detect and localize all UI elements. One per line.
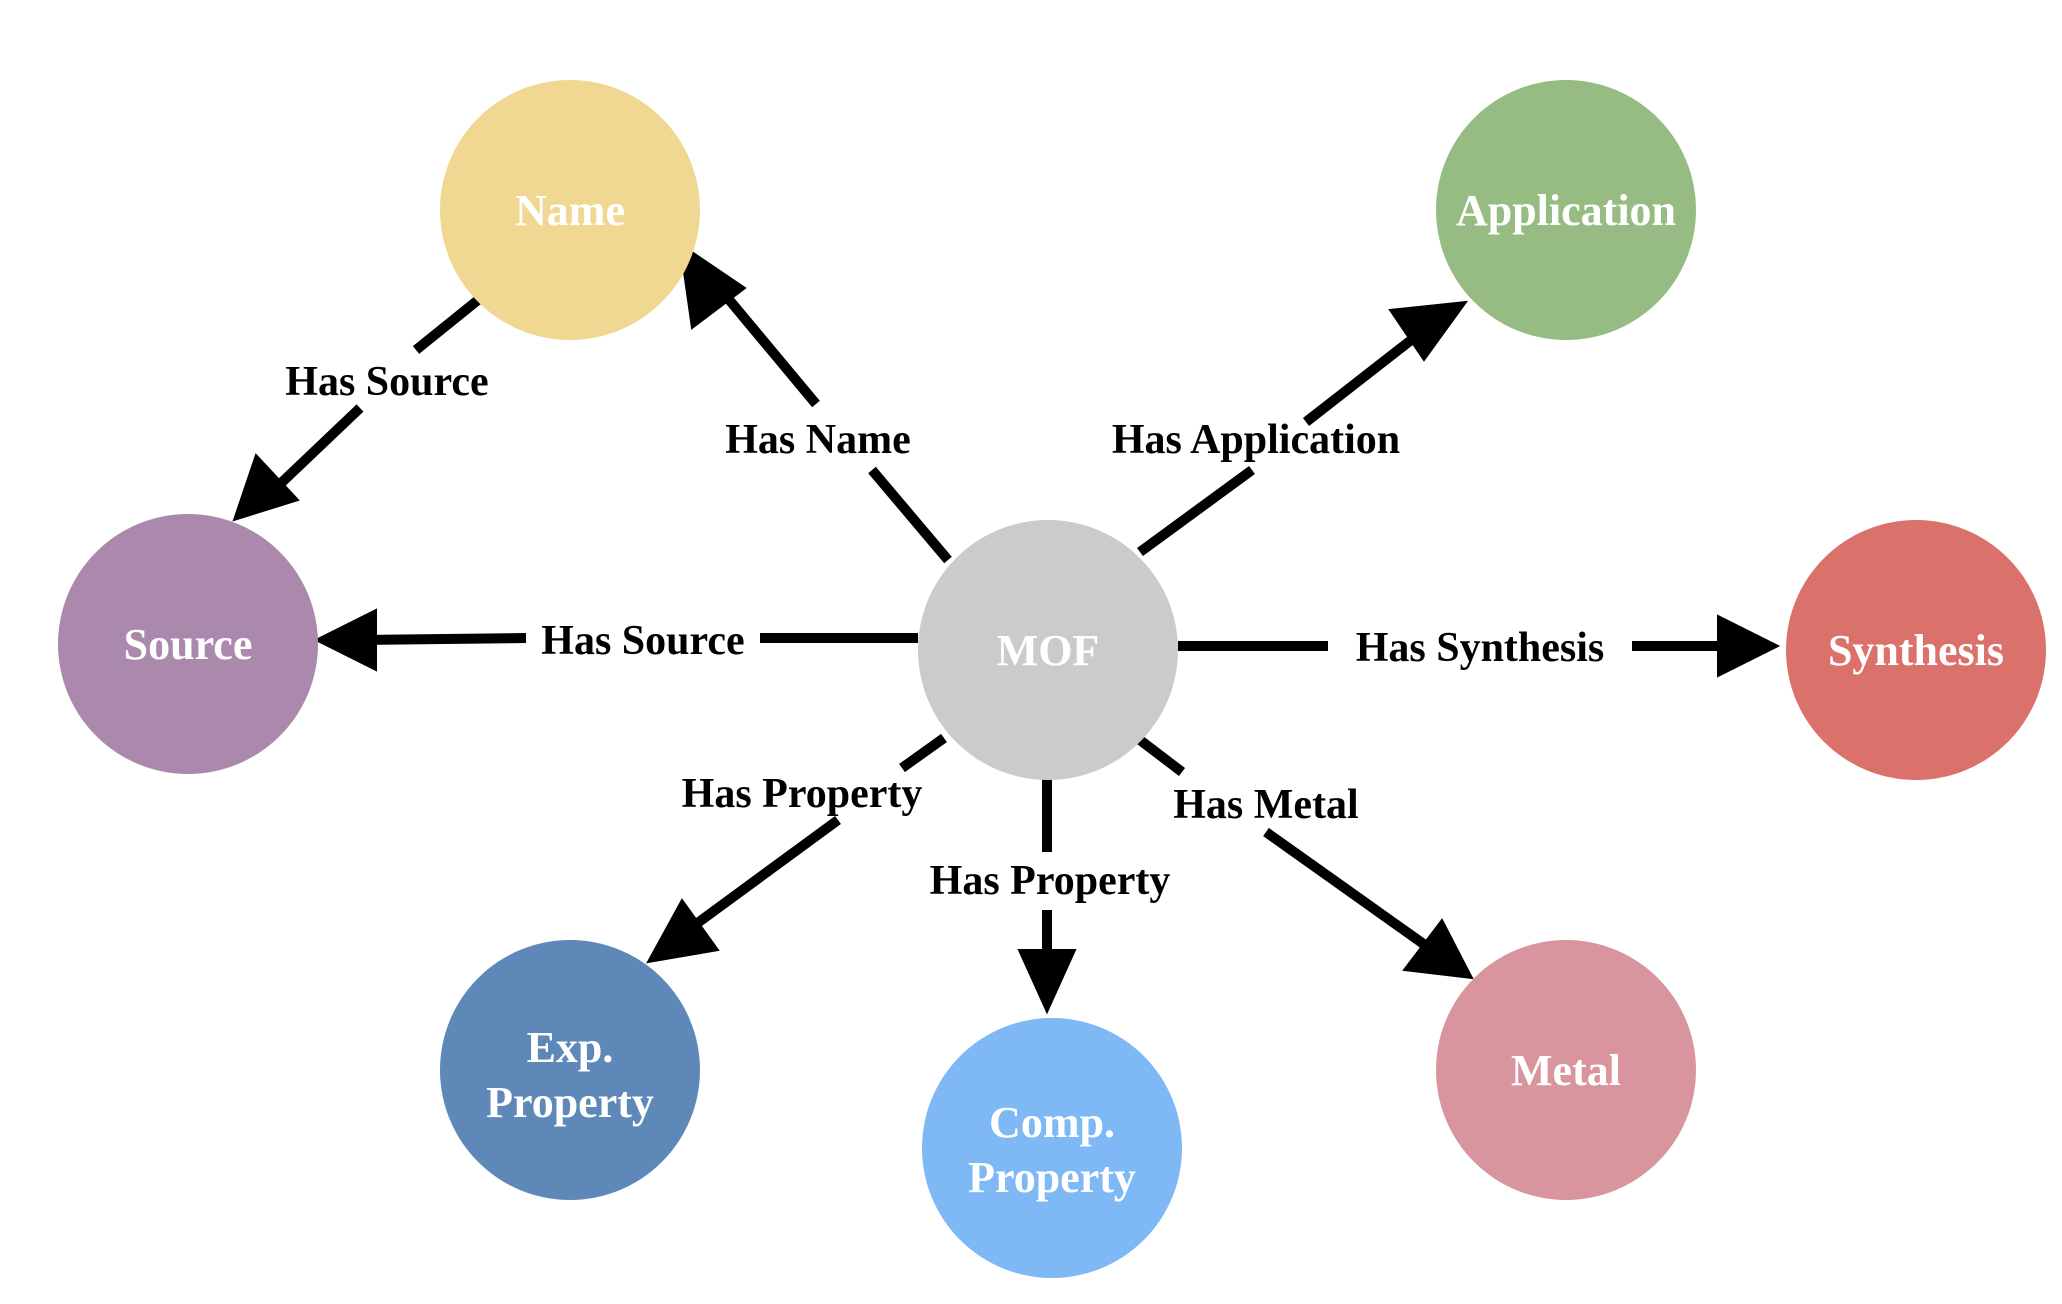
arrowhead-comp-property: [1017, 949, 1077, 1015]
node-metal-label: Metal: [1511, 1046, 1621, 1095]
edge-label-has-source-mof: Has Source: [541, 618, 744, 664]
edge-name-has-source: Has Source: [232, 296, 489, 522]
edge-mof-has-name: Has Name: [678, 241, 952, 564]
edge-label-has-metal: Has Metal: [1173, 782, 1358, 828]
edge-line-name-has-source: [274, 296, 482, 490]
arrowhead-source: [313, 608, 377, 672]
edge-label-has-synthesis: Has Synthesis: [1356, 625, 1605, 671]
node-exp-property-circle: [440, 940, 700, 1200]
node-exp-property-label-line2: Property: [486, 1078, 654, 1127]
edge-line-has-property-exp: [685, 733, 947, 935]
node-synthesis: Synthesis: [1786, 520, 2046, 780]
arrowhead-application: [1388, 300, 1469, 362]
edge-line-has-metal: [1136, 736, 1435, 955]
node-mof: MOF: [918, 520, 1178, 780]
node-comp-property: Comp. Property: [922, 1018, 1182, 1278]
node-metal: Metal: [1436, 940, 1696, 1200]
node-source-circle: [58, 514, 318, 774]
node-exp-property-label-line1: Exp.: [527, 1023, 614, 1072]
node-comp-property-label-line1: Comp.: [989, 1098, 1115, 1147]
edge-mof-has-property-exp: Has Property: [646, 733, 947, 964]
node-comp-property-label-line2: Property: [968, 1153, 1136, 1202]
arrowhead-name: [678, 241, 747, 330]
edge-line-has-application: [1137, 326, 1428, 557]
node-mof-label: MOF: [997, 626, 1100, 675]
node-metal-circle: [1436, 940, 1696, 1200]
arrowhead-metal: [1402, 918, 1474, 980]
node-application: Application: [1436, 80, 1696, 340]
node-synthesis-label: Synthesis: [1828, 626, 2004, 675]
node-source: Source: [58, 514, 318, 774]
edge-label-has-property-exp: Has Property: [682, 771, 923, 817]
edge-mof-has-property-comp: Has Property: [930, 778, 1171, 1015]
edge-mof-has-synthesis: Has Synthesis: [1178, 614, 1781, 678]
node-name-circle: [440, 80, 700, 340]
edge-line-has-source: [364, 633, 918, 645]
node-source-label: Source: [124, 620, 253, 669]
edge-label-has-name: Has Name: [725, 417, 910, 463]
node-exp-property: Exp. Property: [440, 940, 700, 1200]
edge-mof-has-application: Has Application: [1112, 300, 1469, 557]
edge-mof-has-metal: Has Metal: [1136, 736, 1474, 980]
arrowhead-name-source: [232, 453, 300, 522]
arrowhead-synthesis: [1717, 614, 1781, 678]
node-synthesis-circle: [1786, 520, 2046, 780]
node-comp-property-circle: [922, 1018, 1182, 1278]
node-name-label: Name: [515, 186, 625, 235]
edge-line-has-name: [702, 268, 952, 564]
edge-mof-has-source: Has Source: [313, 608, 918, 672]
edge-label-has-source-name: Has Source: [285, 359, 488, 405]
node-application-label: Application: [1456, 186, 1676, 235]
node-mof-circle: [918, 520, 1178, 780]
edge-label-has-application: Has Application: [1112, 417, 1400, 463]
node-name: Name: [440, 80, 700, 340]
edge-label-has-property-comp: Has Property: [930, 858, 1171, 904]
node-application-circle: [1436, 80, 1696, 340]
arrowhead-exp-property: [646, 898, 720, 964]
